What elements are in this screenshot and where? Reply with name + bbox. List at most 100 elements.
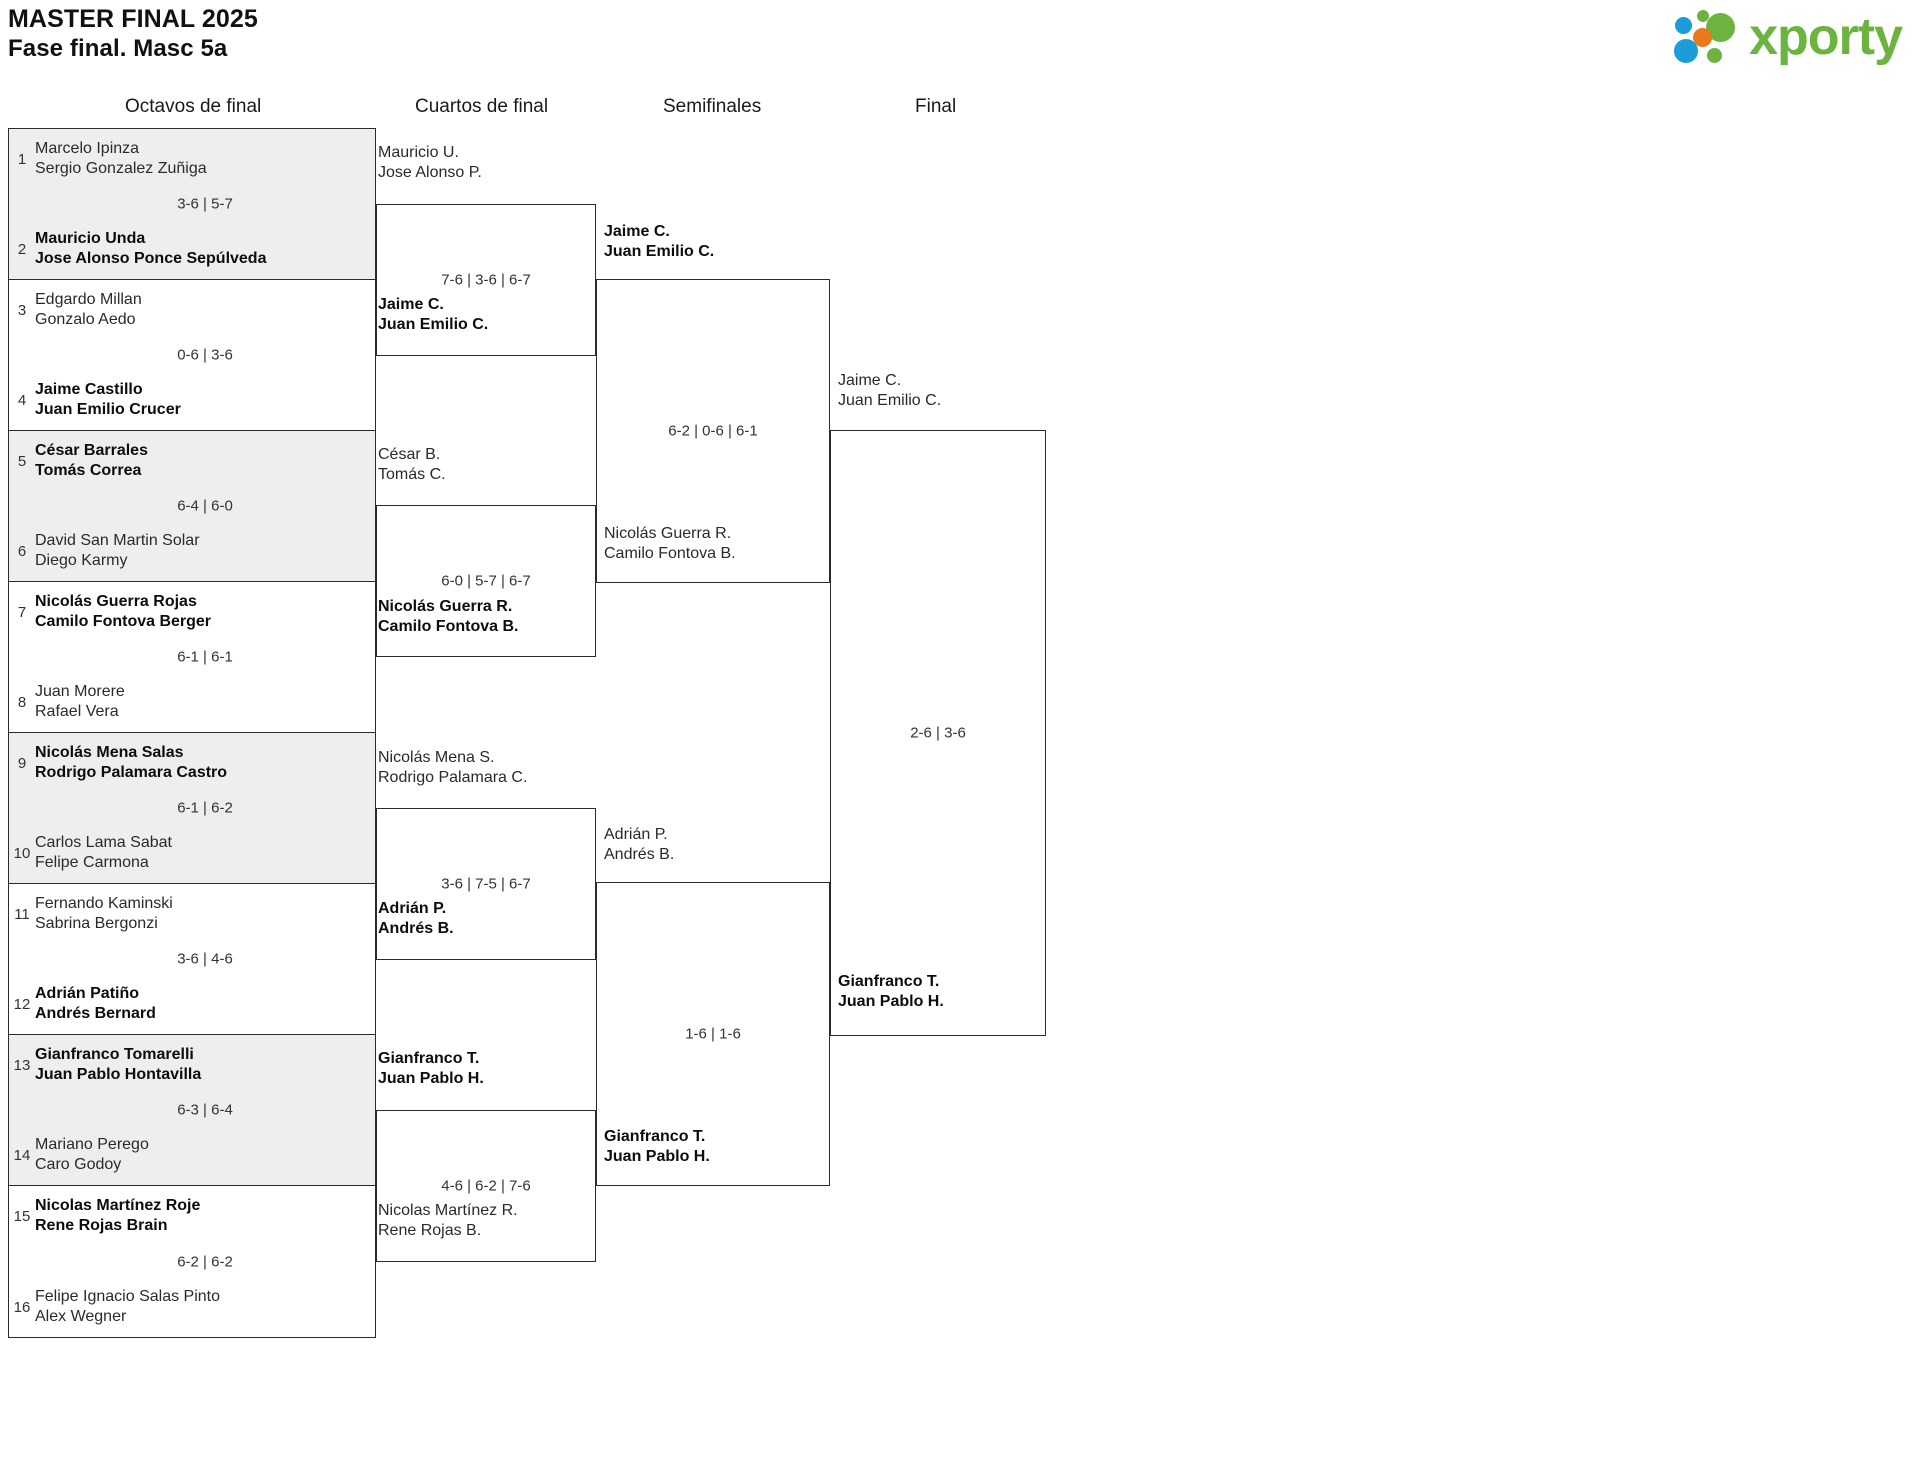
r2-entry-top-2: César B.Tomás C. bbox=[378, 446, 446, 483]
r2-entry-top-3: Nicolás Mena S.Rodrigo Palamara C. bbox=[378, 749, 528, 786]
r3-entry-top-1: Jaime C.Juan Emilio C. bbox=[604, 223, 715, 260]
tournament-title: MASTER FINAL 2025 bbox=[8, 5, 258, 33]
seed-number: 11 bbox=[14, 905, 30, 923]
round-header-cuartos: Cuartos de final bbox=[415, 96, 549, 117]
match-score: 6-4 | 6-0 bbox=[177, 497, 233, 515]
round-header-semifinales: Semifinales bbox=[663, 96, 762, 117]
match-r2-3[interactable]: 3-6 | 7-5 | 6-7 bbox=[376, 808, 596, 960]
match-r2-4[interactable]: 4-6 | 6-2 | 7-6 bbox=[376, 1110, 596, 1262]
match-score: 6-2 | 0-6 | 6-1 bbox=[668, 422, 758, 440]
r2-entry-top-1: Mauricio U.Jose Alonso P. bbox=[378, 144, 482, 181]
match-score: 7-6 | 3-6 | 6-7 bbox=[441, 271, 531, 289]
match-score: 6-1 | 6-2 bbox=[177, 799, 233, 817]
seed-number: 15 bbox=[13, 1207, 31, 1225]
match-score: 1-6 | 1-6 bbox=[685, 1025, 741, 1043]
seed-number: 1 bbox=[17, 150, 27, 168]
seed-number: 2 bbox=[17, 240, 27, 258]
seed-number: 7 bbox=[17, 603, 27, 621]
match-score: 3-6 | 4-6 bbox=[177, 950, 233, 968]
round-header-octavos: Octavos de final bbox=[125, 96, 262, 117]
match-score: 0-6 | 3-6 bbox=[177, 346, 233, 364]
match-final[interactable]: 2-6 | 3-6 bbox=[830, 430, 1046, 1036]
match-score: 3-6 | 7-5 | 6-7 bbox=[441, 875, 531, 893]
match-r2-2[interactable]: 6-0 | 5-7 | 6-7 bbox=[376, 505, 596, 657]
match-r2-1[interactable]: 7-6 | 3-6 | 6-7 bbox=[376, 204, 596, 356]
seed-number: 12 bbox=[13, 995, 31, 1013]
match-score: 4-6 | 6-2 | 7-6 bbox=[441, 1177, 531, 1195]
match-score: 6-2 | 6-2 bbox=[177, 1253, 233, 1270]
seed-number: 6 bbox=[17, 542, 27, 560]
seed-number: 3 bbox=[17, 301, 27, 319]
seed-number: 4 bbox=[17, 391, 27, 409]
round-header-final: Final bbox=[915, 96, 957, 117]
logo-wordmark: xporty bbox=[1749, 8, 1903, 66]
r3-entry-top-2: Adrián P.Andrés B. bbox=[604, 826, 675, 863]
seed-number: 10 bbox=[13, 844, 31, 862]
r2-entry-bot-2: Nicolás Guerra R.Camilo Fontova B. bbox=[378, 598, 519, 635]
r2-entry-bot-3: Adrián P.Andrés B. bbox=[378, 900, 454, 937]
page-title: MASTER FINAL 2025 Fase final. Masc 5a bbox=[8, 4, 258, 64]
seed-number: 5 bbox=[17, 452, 27, 470]
match-r3-1[interactable]: 6-2 | 0-6 | 6-1 bbox=[596, 279, 830, 583]
seed-number: 14 bbox=[13, 1146, 31, 1164]
xporty-logo: xporty bbox=[1673, 8, 1903, 66]
r2-entry-bot-1: Jaime C.Juan Emilio C. bbox=[378, 296, 489, 333]
match-score: 2-6 | 3-6 bbox=[910, 724, 966, 742]
seed-number: 13 bbox=[13, 1056, 31, 1074]
phase-subtitle: Fase final. Masc 5a bbox=[8, 35, 228, 62]
seed-number: 9 bbox=[17, 754, 27, 772]
r4-entry-top: Jaime C.Juan Emilio C. bbox=[838, 372, 942, 409]
r2-entry-bot-4: Nicolas Martínez R.Rene Rojas B. bbox=[378, 1202, 518, 1239]
match-score: 3-6 | 5-7 bbox=[177, 195, 233, 213]
r3-entry-bot-1: Nicolás Guerra R.Camilo Fontova B. bbox=[604, 525, 736, 562]
r2-entry-top-4: Gianfranco T.Juan Pablo H. bbox=[378, 1050, 484, 1087]
match-r3-2[interactable]: 1-6 | 1-6 bbox=[596, 882, 830, 1186]
logo-dots-icon bbox=[1673, 8, 1741, 66]
seed-number: 8 bbox=[17, 693, 27, 711]
seed-number: 16 bbox=[13, 1298, 31, 1316]
r4-entry-champion: Gianfranco T.Juan Pablo H. bbox=[838, 973, 944, 1010]
r3-entry-bot-2: Gianfranco T.Juan Pablo H. bbox=[604, 1128, 710, 1165]
